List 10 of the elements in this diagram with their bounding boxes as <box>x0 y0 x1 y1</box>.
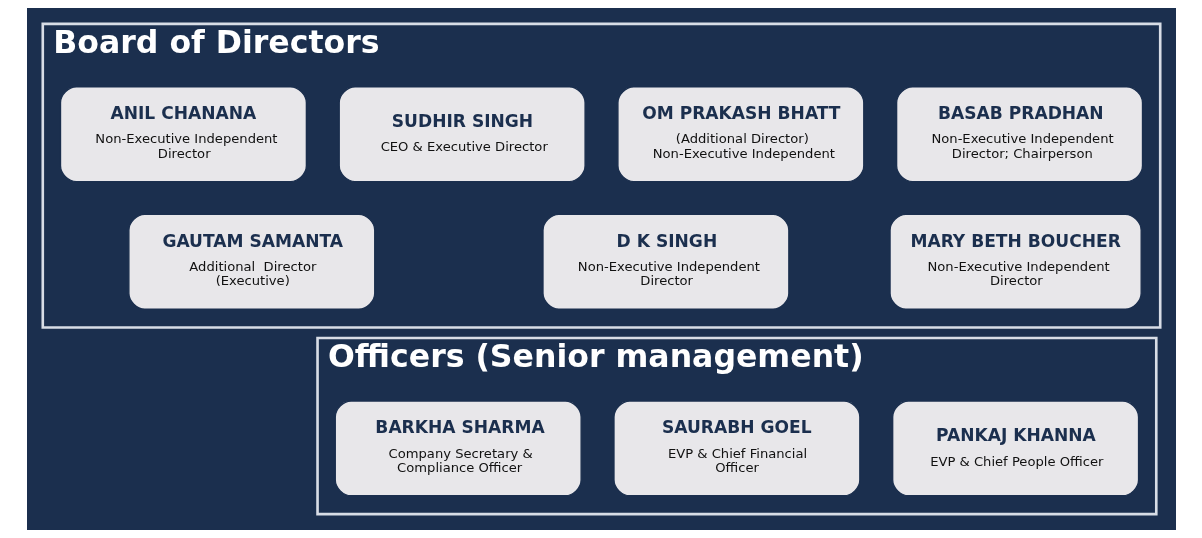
node-box: BARKHA SHARMA Company Secretary & Compliance Officer <box>334 400 582 497</box>
node-box: GAUTAM SAMANTA Additional Director (Executive) <box>127 213 375 310</box>
node-box: MARY BETH BOUCHER Non-Executive Independent Director <box>888 213 1142 310</box>
node-box: ANIL CHANANA Non-Executive Independent Director <box>59 86 307 183</box>
node-box: SUDHIR SINGH CEO & Executive Director <box>338 86 586 183</box>
node-box: PANKAJ KHANNA EVP & Chief People Officer <box>891 400 1139 497</box>
node-box: D K SINGH Non-Executive Independent Director <box>541 213 789 310</box>
node-box: SAURABH GOEL EVP & Chief Financial Officer <box>612 400 860 497</box>
node-box: BASAB PRADHAN Non-Executive Independent Director; Chairperson <box>895 86 1143 183</box>
node-box: OM PRAKASH BHATT (Additional Director) Non-Executive Independent <box>616 86 864 183</box>
